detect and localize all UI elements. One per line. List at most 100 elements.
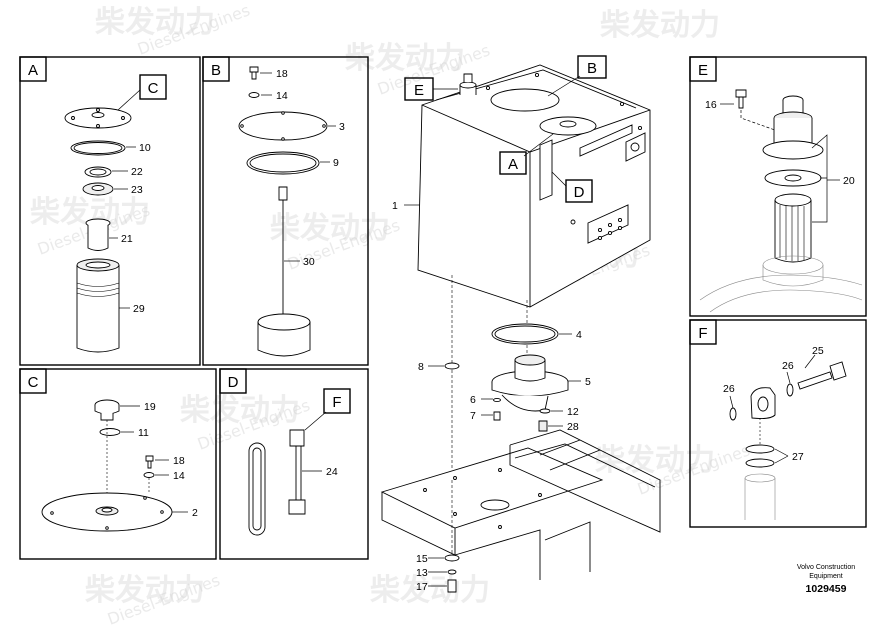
screw-7 [493, 411, 501, 421]
svg-text:2: 2 [192, 507, 198, 519]
svg-text:14: 14 [276, 90, 288, 102]
fitting-28 [538, 420, 548, 432]
section-a-tag [19, 56, 47, 82]
washer-26-right [786, 383, 794, 397]
seal-12 [539, 408, 551, 414]
section-e-tag [689, 56, 717, 82]
section-b-label: B [211, 62, 221, 79]
svg-text:柴发动力: 柴发动力 [345, 41, 465, 76]
section-c-label: C [28, 374, 39, 391]
callout-f-box [323, 388, 351, 414]
callout-b-label: B [587, 60, 597, 77]
strainer-element [774, 200, 812, 263]
callout-c-box [139, 74, 167, 100]
svg-text:26: 26 [782, 360, 794, 372]
callout-b-box [577, 55, 607, 79]
section-e-label: E [698, 62, 708, 79]
section-b-tag [202, 56, 230, 82]
callout-e-label: E [414, 82, 424, 99]
main-callouts: E B A D [404, 55, 607, 203]
screw-16 [735, 89, 747, 109]
svg-text:20: 20 [843, 175, 855, 187]
reference-block: Volvo Construction Equipment 1029459 [797, 564, 855, 595]
section-a: A C 10 22 23 21 29 [19, 56, 201, 366]
section-a-label: A [28, 62, 38, 79]
svg-text:11: 11 [138, 427, 149, 439]
svg-text:13: 13 [416, 567, 428, 579]
washer-6 [493, 397, 501, 403]
washer-13 [447, 569, 457, 575]
section-f-label: F [698, 325, 707, 342]
svg-text:8: 8 [418, 361, 424, 373]
svg-text:17: 17 [416, 581, 428, 593]
svg-text:5: 5 [585, 376, 591, 388]
svg-text:柴发动力: 柴发动力 [595, 443, 715, 478]
section-f: F 25 26 26 27 [689, 319, 867, 528]
callout-d-label: D [574, 184, 585, 201]
svg-text:10: 10 [139, 142, 151, 154]
callout-a-label: A [508, 156, 518, 173]
section-f-tag [689, 319, 717, 345]
svg-text:27: 27 [792, 451, 804, 463]
filter-29 [76, 265, 120, 353]
washer-8 [444, 362, 460, 370]
section-d: D F 24 [219, 368, 369, 560]
svg-text:16: 16 [705, 99, 717, 111]
svg-text:9: 9 [333, 157, 339, 169]
svg-text:23: 23 [131, 184, 143, 196]
svg-text:26: 26 [723, 383, 735, 395]
svg-text:21: 21 [121, 233, 133, 245]
svg-text:18: 18 [173, 455, 185, 467]
svg-text:12: 12 [567, 406, 579, 418]
svg-text:15: 15 [416, 553, 428, 565]
section-d-label: D [228, 374, 239, 391]
o-ring-11 [99, 428, 121, 436]
screw-17 [447, 579, 457, 593]
svg-text:6: 6 [470, 394, 476, 406]
svg-text:7: 7 [470, 410, 476, 422]
suction-assembly: 4 5 8 6 7 12 28 [418, 275, 591, 470]
svg-text:柴发动力: 柴发动力 [600, 8, 720, 43]
svg-text:14: 14 [173, 470, 185, 482]
callout-d-box [565, 179, 593, 203]
drain-bolts: 15 13 17 [416, 553, 460, 593]
o-ring-27-b [745, 458, 775, 468]
section-c: C 19 11 18 14 2 [19, 368, 217, 560]
callout-a-box [499, 151, 527, 175]
washer-14 [248, 92, 260, 98]
svg-text:22: 22 [131, 166, 143, 178]
svg-text:30: 30 [303, 256, 315, 268]
frame-structure [380, 429, 661, 580]
ref-line-2: Equipment [809, 573, 843, 580]
o-ring-27-a [745, 444, 775, 454]
washer-15 [444, 554, 460, 562]
svg-text:29: 29 [133, 303, 145, 315]
washer-26-left [729, 407, 737, 421]
svg-text:1: 1 [392, 200, 398, 212]
svg-text:4: 4 [576, 329, 582, 341]
svg-text:柴发动力: 柴发动力 [270, 211, 390, 246]
hydraulic-tank: 1 [392, 64, 651, 308]
section-d-tag [219, 368, 247, 394]
svg-text:3: 3 [339, 121, 345, 133]
svg-text:柴发动力: 柴发动力 [85, 573, 205, 608]
bolt-25 [797, 371, 833, 390]
section-c-tag [19, 368, 47, 394]
callout-c-label: C [148, 80, 159, 97]
screw-18 [249, 66, 259, 80]
svg-text:柴发动力: 柴发动力 [370, 573, 490, 608]
cover-3 [238, 111, 328, 141]
cover-plate [64, 107, 132, 129]
svg-text:25: 25 [812, 345, 824, 357]
svg-text:柴发动力: 柴发动力 [95, 5, 215, 40]
level-sender-30 [278, 186, 288, 201]
section-e: E 16 20 [689, 56, 867, 317]
illustration-number: 1029459 [806, 583, 847, 595]
svg-text:28: 28 [567, 421, 579, 433]
svg-text:18: 18 [276, 68, 288, 80]
section-b: B 18 14 3 9 30 [202, 56, 369, 366]
callout-f-label: F [332, 394, 341, 411]
ref-line-1: Volvo Construction [797, 564, 855, 571]
